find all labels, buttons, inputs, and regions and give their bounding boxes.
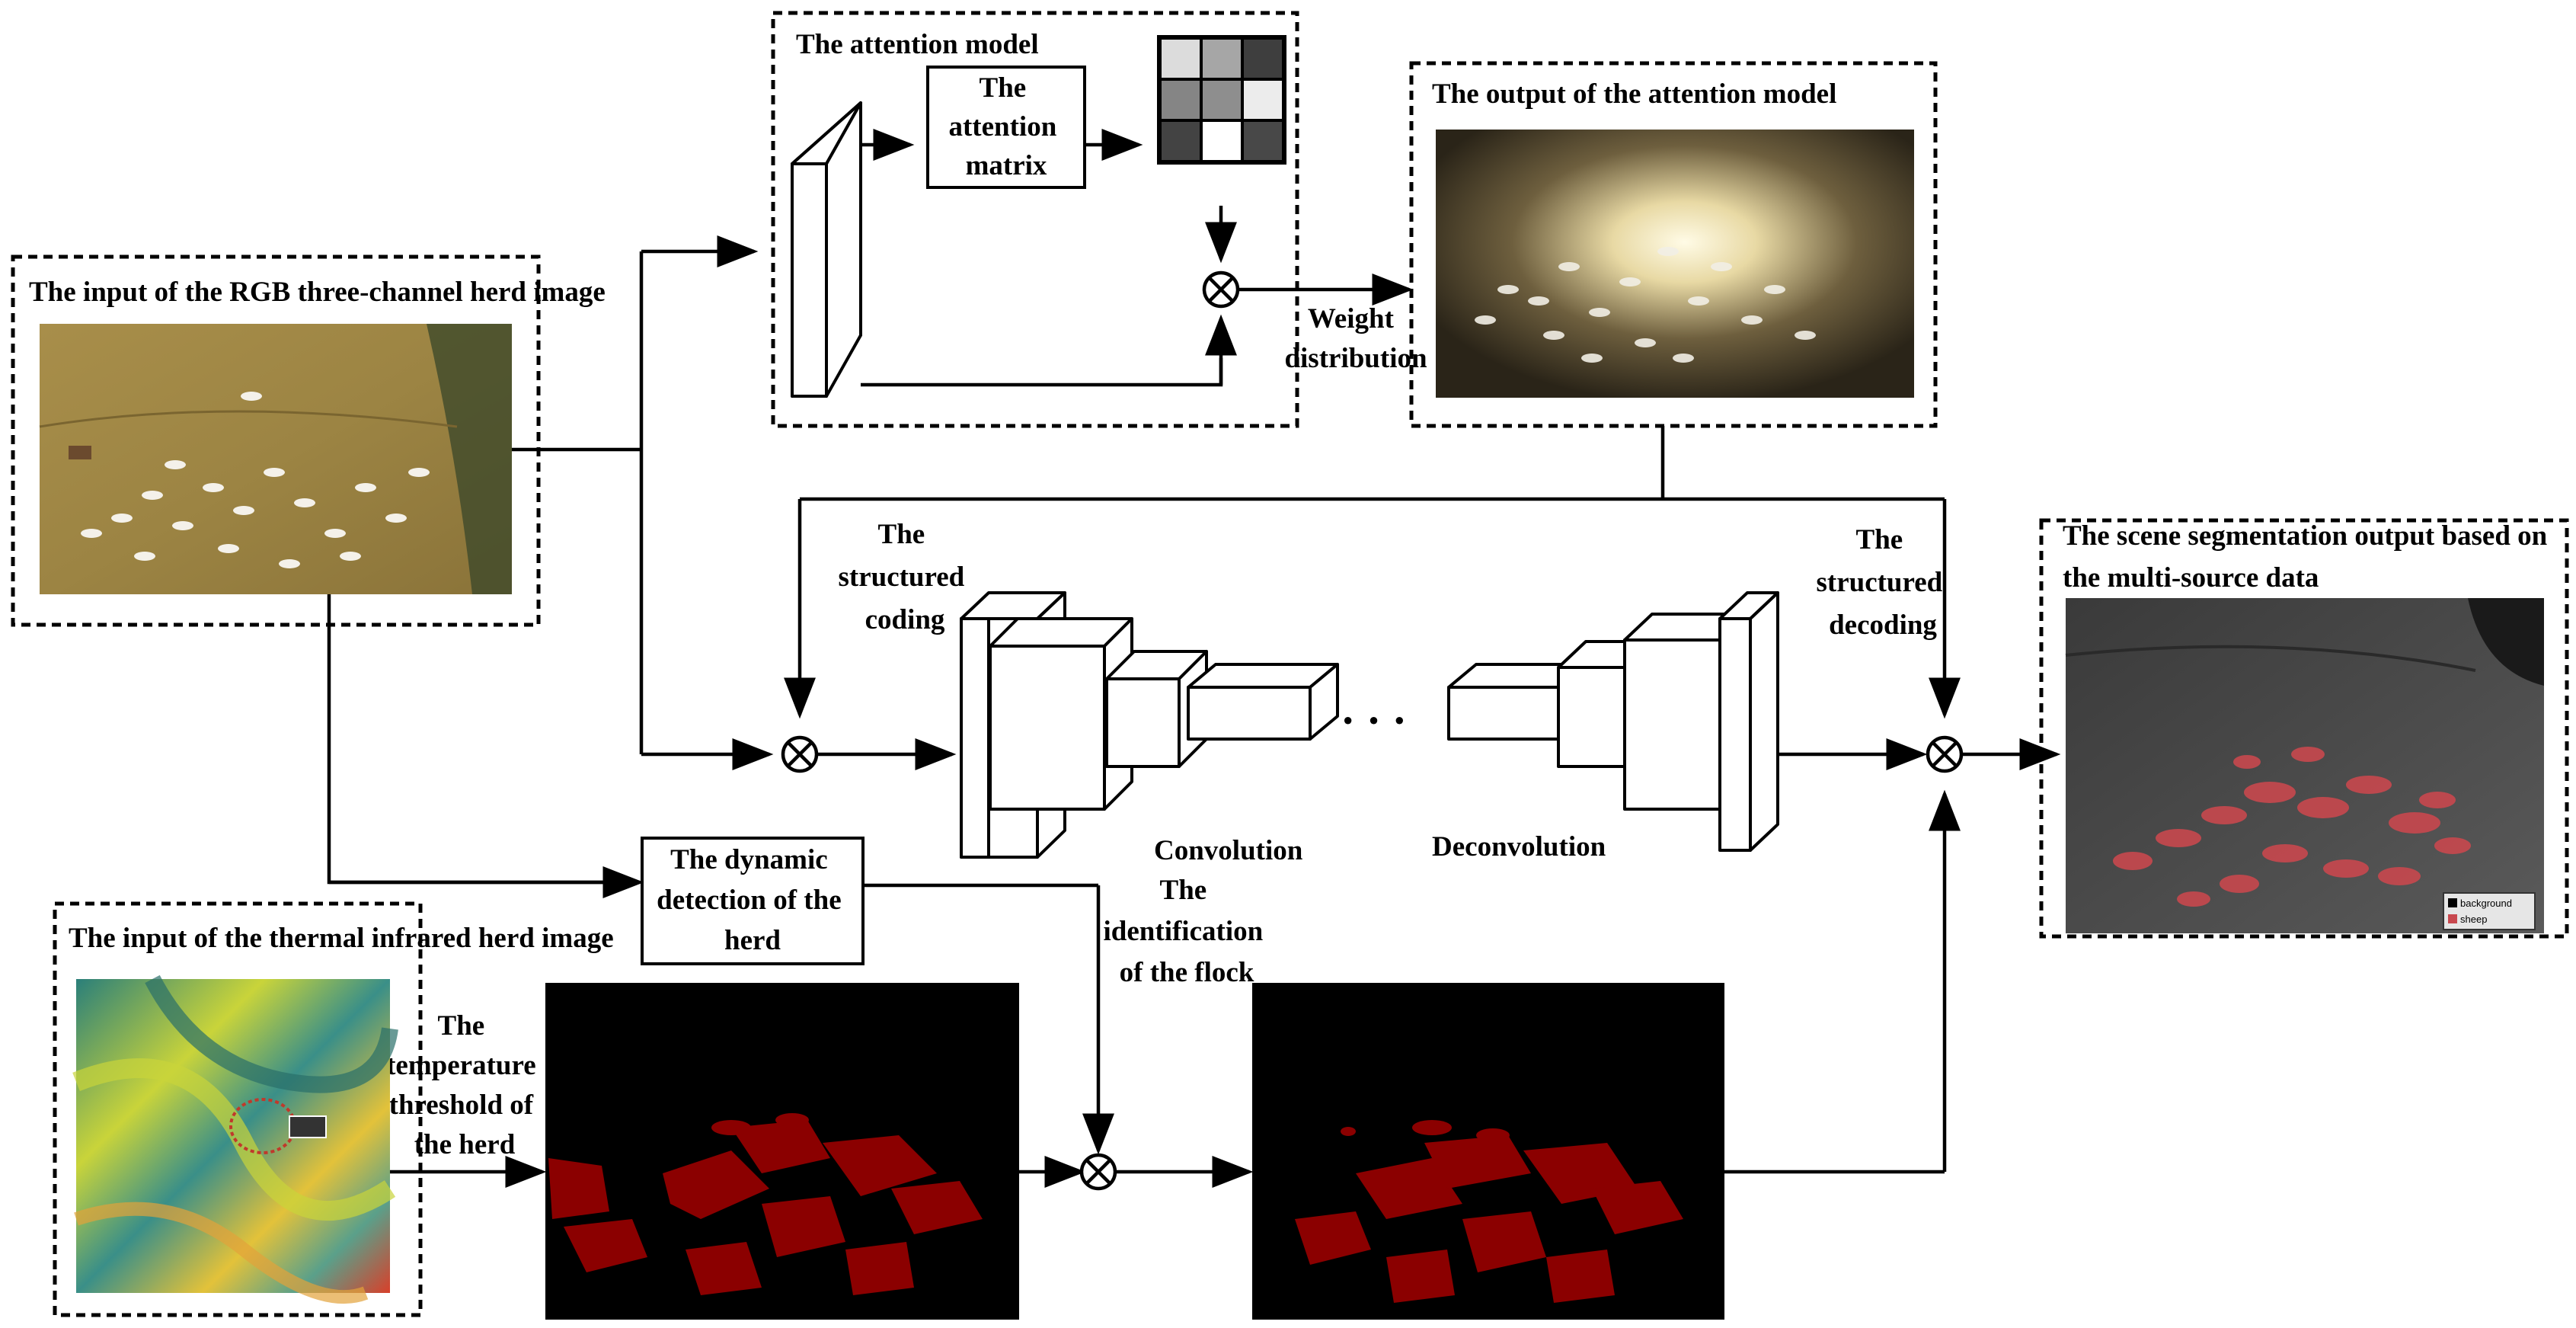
weight-distribution-label: Weight distribution — [1284, 303, 1427, 374]
attention-matrix-label: The attention matrix — [948, 72, 1063, 181]
legend-box — [2443, 892, 2536, 930]
rgb-input-title: The input of the RGB three-channel herd … — [29, 277, 606, 308]
attention-model-frame — [771, 11, 1299, 428]
attention-cell — [1244, 81, 1282, 119]
connectors — [327, 129, 2061, 1188]
attention-cell — [1244, 40, 1282, 78]
structured-decoding-label: The structured decoding — [1816, 524, 1949, 641]
temperature-threshold-label: The temperature threshold of the herd — [386, 1010, 543, 1160]
attention-cell — [1244, 122, 1282, 160]
scene-segmentation-image: background sheep — [2065, 598, 2544, 933]
rgb-input-image — [39, 324, 512, 594]
convolution-label: Convolution — [1154, 835, 1303, 866]
thermal-input-title: The input of the thermal infrared herd i… — [69, 923, 614, 954]
attention-cell — [1162, 40, 1200, 78]
ellipsis-label: · · · — [1341, 696, 1407, 745]
thermal-input-frame — [53, 901, 423, 1317]
otimes-flock — [1079, 1153, 1117, 1191]
attention-matrix-box — [926, 66, 1086, 189]
attention-output-image — [1436, 130, 1914, 398]
attention-model-title: The attention model — [796, 29, 1039, 60]
structured-coding-label: The structured coding — [838, 519, 971, 635]
decoder-blocks — [1447, 591, 1779, 852]
dynamic-detection-box — [641, 837, 865, 965]
thermal-input-image — [72, 974, 398, 1304]
scene-output-frame — [2039, 518, 2569, 939]
deconvolution-label: Deconvolution — [1432, 831, 1606, 862]
legend-sheep-label: sheep — [2460, 914, 2487, 925]
attention-cell — [1203, 122, 1241, 160]
dynamic-detection-label: The dynamic detection of the herd — [657, 844, 849, 956]
thermal-mask-image — [545, 983, 1019, 1320]
otimes-final — [1926, 735, 1964, 773]
encoder-blocks — [960, 591, 1339, 859]
legend-background-label: background — [2460, 898, 2512, 909]
otimes-encoder-input — [781, 735, 819, 773]
attention-cell — [1162, 122, 1200, 160]
attention-weight-grid — [1157, 35, 1286, 165]
scene-output-title: The scene segmentation output based on t… — [2063, 520, 2555, 594]
flock-mask-image — [1252, 983, 1724, 1320]
attention-cell — [1203, 40, 1241, 78]
attention-cell — [1203, 81, 1241, 119]
attention-output-frame — [1409, 61, 1938, 428]
otimes-attention — [1202, 270, 1240, 309]
identification-label: The identification of the flock — [1104, 875, 1270, 988]
feature-slab — [791, 101, 862, 398]
attention-cell — [1162, 81, 1200, 119]
rgb-input-frame — [11, 254, 541, 627]
attention-output-title: The output of the attention model — [1432, 78, 1836, 110]
